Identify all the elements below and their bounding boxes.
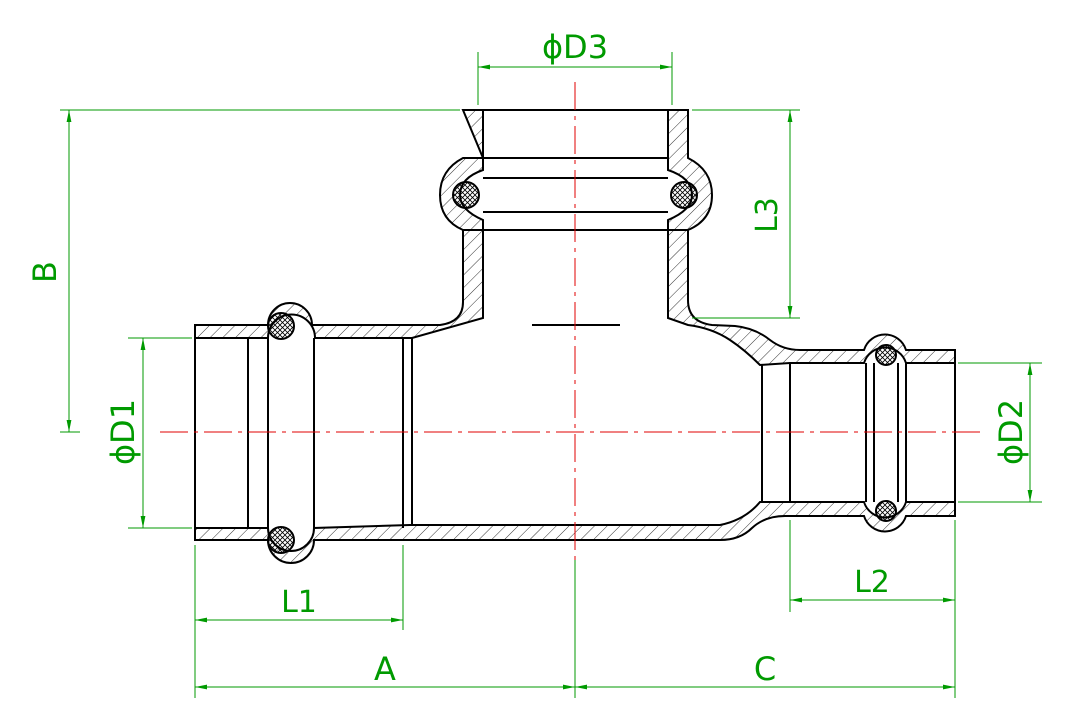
o-ring-left-top xyxy=(267,312,295,340)
branch-wall-left xyxy=(438,109,484,231)
centerlines xyxy=(160,82,985,560)
o-ring-branch-right xyxy=(670,181,698,209)
dimension-lines xyxy=(66,64,1033,690)
extension-lines xyxy=(60,52,1042,698)
label-l3: L3 xyxy=(750,197,785,233)
o-ring-left-bottom xyxy=(267,526,295,554)
o-rings xyxy=(267,181,897,554)
branch-wall-right xyxy=(667,109,714,231)
dimension-labels: ϕD3 B L3 ϕD1 ϕD2 L1 L2 A C xyxy=(26,28,1030,688)
label-a: A xyxy=(374,650,396,688)
label-b: B xyxy=(26,261,64,283)
top-wall-right xyxy=(667,229,956,367)
label-d1: ϕD1 xyxy=(104,399,142,465)
label-d3: ϕD3 xyxy=(542,28,608,66)
label-d2: ϕD2 xyxy=(992,399,1030,465)
o-ring-right-top xyxy=(875,344,897,366)
label-c: C xyxy=(754,650,776,688)
label-l2: L2 xyxy=(854,565,890,600)
o-ring-right-bottom xyxy=(875,500,897,522)
o-ring-branch-left xyxy=(452,181,480,209)
top-wall-left xyxy=(194,229,484,339)
label-l1: L1 xyxy=(281,585,317,620)
